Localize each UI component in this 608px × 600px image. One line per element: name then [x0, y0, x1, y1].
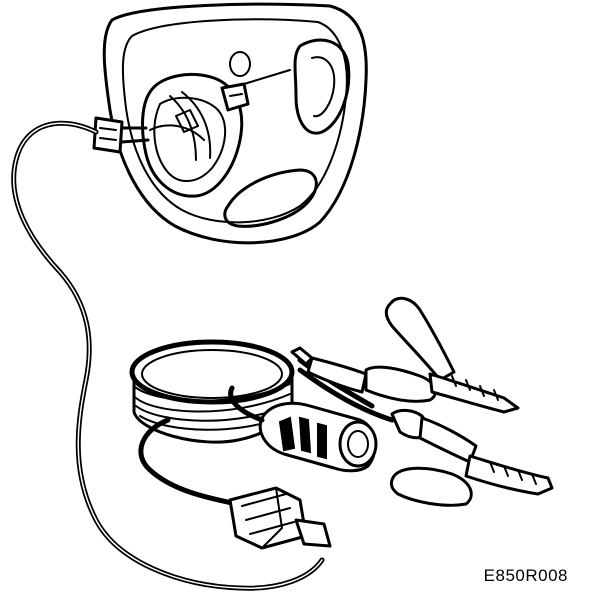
- airbag-connector-icon: [92, 116, 124, 154]
- figure-code: E850R008: [483, 566, 568, 585]
- alligator-clip-icon: [290, 296, 554, 507]
- steering-wheel-icon: [92, 2, 368, 245]
- cable: [11, 120, 325, 591]
- connector-block: [228, 486, 332, 550]
